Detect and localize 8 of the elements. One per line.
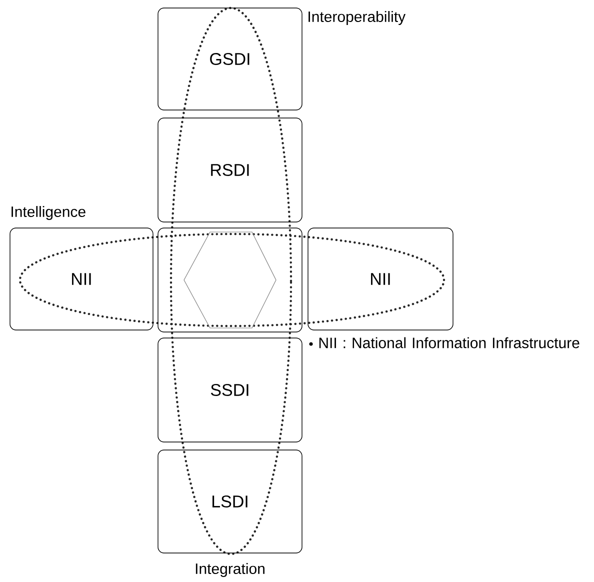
center-box: [158, 228, 302, 332]
sdi-box: NII: [308, 228, 454, 330]
footnote: NII : National Information Infrastructure: [319, 337, 580, 348]
sdi-box: SSDI: [158, 338, 302, 442]
sdi-box: LSDI: [158, 450, 302, 554]
sdi-box: RSDI: [158, 118, 302, 222]
sdi-box: GSDI: [158, 8, 302, 110]
sdi-box: NII: [10, 228, 154, 330]
